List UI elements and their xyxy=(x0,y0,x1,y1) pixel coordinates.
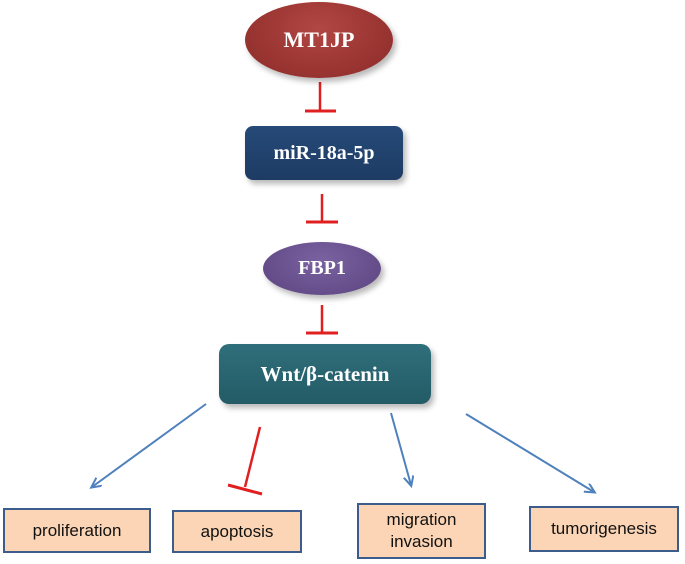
arrow-wnt-tumorigenesis xyxy=(465,413,594,492)
inhibit-mir-fbp1 xyxy=(306,194,338,224)
outcome-invasion-label: invasion xyxy=(390,532,453,551)
node-fbp1: FBP1 xyxy=(263,242,381,295)
node-wnt-beta-catenin: Wnt/β-catenin xyxy=(219,344,431,404)
node-mir-18a-5p: miR-18a-5p xyxy=(245,126,403,180)
outcome-tumorigenesis: tumorigenesis xyxy=(529,506,679,552)
node-wnt-label: Wnt/β-catenin xyxy=(260,361,390,386)
inhibit-fbp1-wnt xyxy=(306,305,338,335)
outcome-apoptosis: apoptosis xyxy=(172,510,302,553)
outcome-proliferation-label: proliferation xyxy=(32,520,122,540)
node-fbp1-label: FBP1 xyxy=(298,257,346,279)
node-mir-label: miR-18a-5p xyxy=(273,141,375,164)
node-mt1jp-label: MT1JP xyxy=(283,27,355,52)
arrow-wnt-proliferation xyxy=(92,403,207,487)
inhibit-wnt-apoptosis xyxy=(227,426,263,496)
outcome-tumorigenesis-label: tumorigenesis xyxy=(551,519,657,538)
node-mt1jp: MT1JP xyxy=(245,2,393,78)
arrow-wnt-migration xyxy=(390,412,411,485)
outcome-proliferation: proliferation xyxy=(3,508,151,553)
outcome-migration-invasion: migration invasion xyxy=(357,503,486,559)
outcome-apoptosis-label: apoptosis xyxy=(200,521,274,541)
inhibit-mt1jp-mir xyxy=(305,82,336,113)
outcome-migration-label: migration xyxy=(386,510,457,529)
